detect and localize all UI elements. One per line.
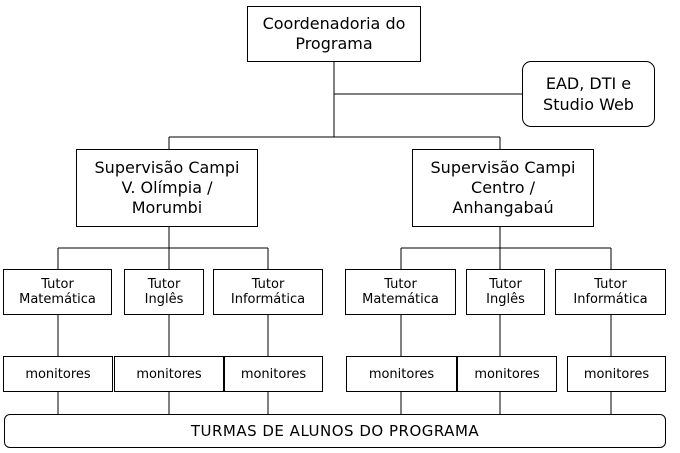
students-box: TURMAS DE ALUNOS DO PROGRAMA [4,414,666,448]
tutor-english-left-label: Tutor Inglês [144,277,184,307]
support-label: EAD, DTI e Studio Web [543,74,634,114]
monitors-label: monitores [240,366,307,382]
monitors-box-2: monitores [114,356,224,392]
monitors-box-4: monitores [346,356,457,392]
coordination-box: Coordenadoria do Programa [247,6,421,62]
students-label: TURMAS DE ALUNOS DO PROGRAMA [190,422,480,440]
monitors-box-1: monitores [3,356,113,392]
tutor-math-right-label: Tutor Matemática [362,277,439,307]
tutor-math-left-label: Tutor Matemática [19,277,96,307]
tutor-it-left-label: Tutor Informática [230,277,306,307]
tutor-english-right-label: Tutor Inglês [486,277,525,307]
tutor-math-left-box: Tutor Matemática [3,269,112,315]
tutor-it-right-box: Tutor Informática [555,269,666,315]
tutor-it-left-box: Tutor Informática [213,269,323,315]
tutor-english-left-box: Tutor Inglês [124,269,204,315]
supervision-right-box: Supervisão Campi Centro / Anhangabaú [412,149,594,227]
support-box: EAD, DTI e Studio Web [522,61,655,127]
monitors-box-5: monitores [457,356,557,392]
tutor-english-right-box: Tutor Inglês [466,269,545,315]
monitors-label: monitores [25,366,91,382]
supervision-left-box: Supervisão Campi V. Olímpia / Morumbi [76,149,258,227]
tutor-math-right-box: Tutor Matemática [345,269,456,315]
coordination-label: Coordenadoria do Programa [262,14,406,53]
monitors-label: monitores [583,366,650,382]
monitors-box-6: monitores [567,356,666,392]
monitors-label: monitores [368,366,435,382]
monitors-box-3: monitores [224,356,323,392]
supervision-left-label: Supervisão Campi V. Olímpia / Morumbi [94,158,240,217]
tutor-it-right-label: Tutor Informática [573,277,648,307]
monitors-label: monitores [136,366,202,382]
supervision-right-label: Supervisão Campi Centro / Anhangabaú [430,158,576,217]
monitors-label: monitores [474,366,540,382]
